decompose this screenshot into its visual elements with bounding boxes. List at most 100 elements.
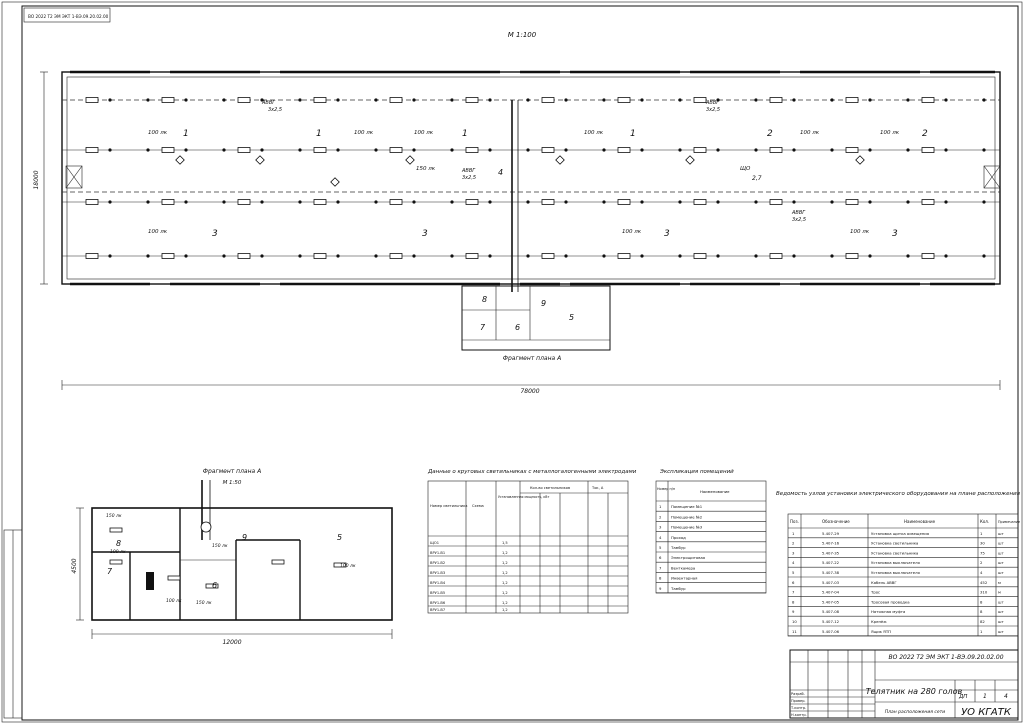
support-point: [260, 148, 264, 152]
table2-cell: 8: [659, 576, 662, 581]
table1-cell: 1,2: [502, 561, 508, 565]
luminaire: [769, 97, 783, 103]
support-point: [982, 98, 986, 102]
luminaire: [769, 199, 783, 205]
room-number: 9: [541, 299, 546, 308]
cable-label: АВВГ: [705, 100, 720, 106]
zone-number: 1: [462, 129, 468, 139]
support-point: [450, 200, 454, 204]
table3-cell: 310: [980, 590, 988, 595]
support-point: [906, 148, 910, 152]
support-point: [412, 98, 416, 102]
table1-cell: ВРУ1-В7: [430, 608, 445, 612]
junction-mark: [555, 155, 565, 165]
support-point: [260, 98, 264, 102]
fragment-lux: 100 лк: [110, 549, 126, 555]
support-point: [526, 254, 530, 258]
fragment-lux: 150 лк: [106, 513, 122, 519]
fragment-scale: М 1:50: [223, 480, 242, 486]
table1-cell: ВРУ1-В4: [430, 581, 446, 585]
table1-cell: ЩО1: [430, 541, 439, 545]
panel-label: ЩО: [740, 166, 751, 172]
support-point: [982, 148, 986, 152]
misc-label: 2,7: [752, 175, 762, 182]
table3-cell: 11: [792, 629, 797, 634]
luminaire: [541, 199, 555, 205]
support-point: [906, 254, 910, 258]
table3-cell: 4: [792, 560, 795, 565]
table1-header: Ток, А: [591, 486, 604, 490]
luminaire: [617, 253, 631, 259]
table3-cell: 3: [792, 550, 795, 555]
cable-label: АВВГ: [261, 100, 276, 106]
luminaire: [237, 253, 251, 259]
table2-cell: 5: [659, 545, 662, 550]
table3-header: Обозначение: [822, 519, 850, 524]
cable-label: 3х2,5: [462, 175, 476, 181]
room-number: 7: [480, 323, 486, 332]
table2-cell: Помещение №3: [671, 525, 703, 530]
support-point: [450, 254, 454, 258]
support-point: [792, 98, 796, 102]
support-point: [678, 254, 682, 258]
support-point: [640, 98, 644, 102]
luminaire: [617, 97, 631, 103]
support-point: [982, 200, 986, 204]
zone-number: 3: [422, 229, 428, 239]
table3-cell: 8: [980, 599, 983, 604]
support-point: [108, 98, 112, 102]
table3-cell: 75: [980, 550, 985, 555]
table3-cell: Кабель АВВГ: [871, 580, 897, 585]
support-point: [564, 254, 568, 258]
junction-mark: [855, 155, 865, 165]
lux-labels: 100 лк 100 лк 100 лк 100 лк 100 лк 100 л…: [148, 130, 900, 235]
luminaire: [541, 147, 555, 153]
top-stamp-box: [23, 7, 111, 23]
table3-cell: 30: [980, 541, 985, 546]
table2-cell: 6: [659, 555, 662, 560]
table3-cell: 5.407-04: [822, 590, 840, 595]
luminaire: [617, 147, 631, 153]
titleblock-role: Провер.: [791, 699, 806, 703]
table2-header: Наименование: [700, 489, 730, 494]
table3-title: Ведомость узлов установки электрического…: [776, 491, 1021, 497]
table3-cell: 2: [792, 541, 795, 546]
table3-cell: 7: [792, 590, 795, 595]
table3-cell: шт: [998, 619, 1004, 624]
titleblock-project: Телятник на 280 голов: [866, 687, 963, 696]
support-point: [830, 200, 834, 204]
table3-cell: 5.407-29: [822, 531, 840, 536]
fragment-bottom-dim: 12000: [222, 639, 241, 646]
luminaire: [693, 97, 707, 103]
luminaire: [161, 147, 175, 153]
cable-labels: АВВГ 3х2,5 АВВГ 3х2,5 АВВГ 3х2,5 АВВГ 3х…: [261, 100, 806, 223]
cable-label: 3х2,5: [268, 107, 282, 113]
titleblock-role: Т.контр.: [790, 706, 806, 710]
table3-cell: Установка светильника: [871, 550, 918, 555]
titleblock-code: ВО 2022 Т2 ЭМ ЭКТ 1-ВЭ.09.20.02.00: [888, 654, 1003, 661]
support-point: [754, 148, 758, 152]
titleblock-sheet: 1: [983, 693, 987, 700]
table1-cell: 1,2: [502, 608, 508, 612]
zone-number: 3: [664, 229, 670, 239]
table3-cell: 10: [792, 619, 797, 624]
table3-cell: 5.407-06: [822, 629, 840, 634]
table2-header: Номер п/п: [657, 487, 675, 491]
support-point: [146, 254, 150, 258]
luminaire: [389, 97, 403, 103]
support-point: [830, 148, 834, 152]
support-point: [678, 148, 682, 152]
titleblock-stage: ДП: [958, 694, 967, 700]
fragment-plan: Фрагмент плана А М 1:50 12000 4500 8 7: [71, 468, 393, 646]
table3-cell: шт: [998, 550, 1004, 555]
luminaire: [237, 97, 251, 103]
table3-cell: Установка светильника: [871, 541, 918, 546]
luminaire: [617, 199, 631, 205]
table2-cell: Помещение №2: [671, 514, 703, 519]
table3-cell: шт: [998, 531, 1004, 536]
luminaire: [313, 97, 327, 103]
titleblock-org: УО КГАТК: [961, 707, 1012, 718]
luminaire: [389, 147, 403, 153]
luminaire: [769, 253, 783, 259]
